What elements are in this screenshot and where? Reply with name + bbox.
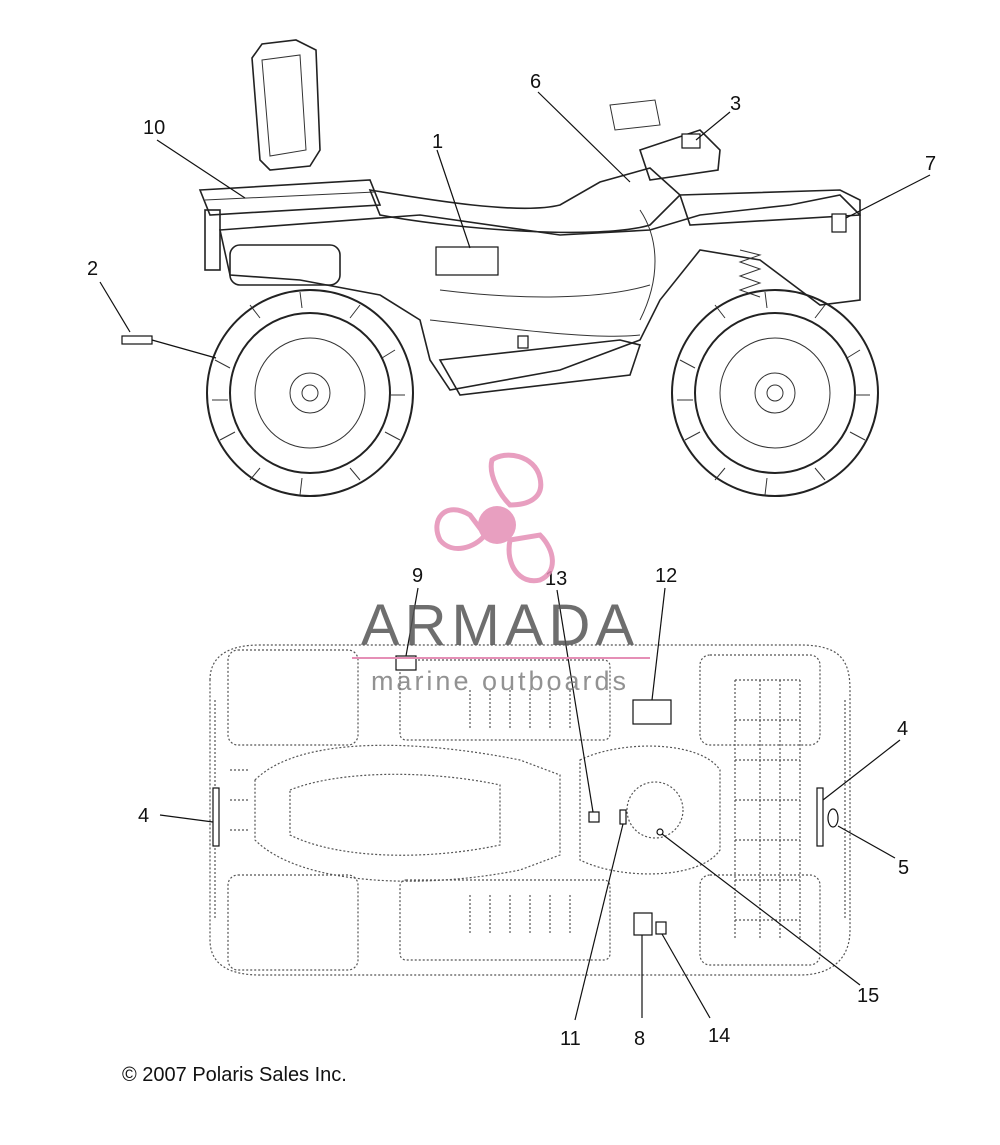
callout-3: 3 xyxy=(730,93,741,115)
decal-1 xyxy=(435,246,499,276)
atv-side-view xyxy=(198,39,879,497)
decal-12 xyxy=(632,699,672,725)
decal-5 xyxy=(827,808,839,828)
callout-8: 8 xyxy=(634,1028,645,1050)
callout-10: 10 xyxy=(143,117,165,139)
decal-15 xyxy=(656,828,664,836)
callout-12: 12 xyxy=(655,565,677,587)
callout-4-left: 4 xyxy=(138,805,149,827)
callout-14: 14 xyxy=(708,1025,730,1047)
decal-4-front xyxy=(816,787,824,847)
atv-top-view xyxy=(209,644,851,976)
decal-7 xyxy=(831,213,847,233)
decal-side-small xyxy=(517,335,529,349)
watermark-brand: ARMADA xyxy=(361,593,639,658)
decal-8 xyxy=(633,912,653,936)
decal-14 xyxy=(655,921,667,935)
callout-2: 2 xyxy=(87,258,98,280)
decal-11 xyxy=(619,809,627,825)
callout-4-right: 4 xyxy=(897,718,908,740)
armada-watermark: ARMADA marine outboards xyxy=(352,452,650,696)
propeller-logo-icon xyxy=(434,452,555,584)
decal-3 xyxy=(681,133,701,149)
callout-9: 9 xyxy=(412,565,423,587)
callout-labels: 1 2 3 6 7 10 9 13 12 4 4 5 15 11 8 14 xyxy=(87,71,936,1050)
decal-2 xyxy=(121,335,153,345)
callout-7: 7 xyxy=(925,153,936,175)
leader-lines xyxy=(99,91,931,1021)
copyright-text: © 2007 Polaris Sales Inc. xyxy=(122,1064,347,1086)
callout-6: 6 xyxy=(530,71,541,93)
callout-5: 5 xyxy=(898,857,909,879)
decal-13 xyxy=(588,811,600,823)
callout-1: 1 xyxy=(432,131,443,153)
watermark-tagline: marine outboards xyxy=(371,666,629,696)
decal-4-rear xyxy=(212,787,220,847)
callout-15: 15 xyxy=(857,985,879,1007)
callout-11: 11 xyxy=(560,1028,581,1050)
